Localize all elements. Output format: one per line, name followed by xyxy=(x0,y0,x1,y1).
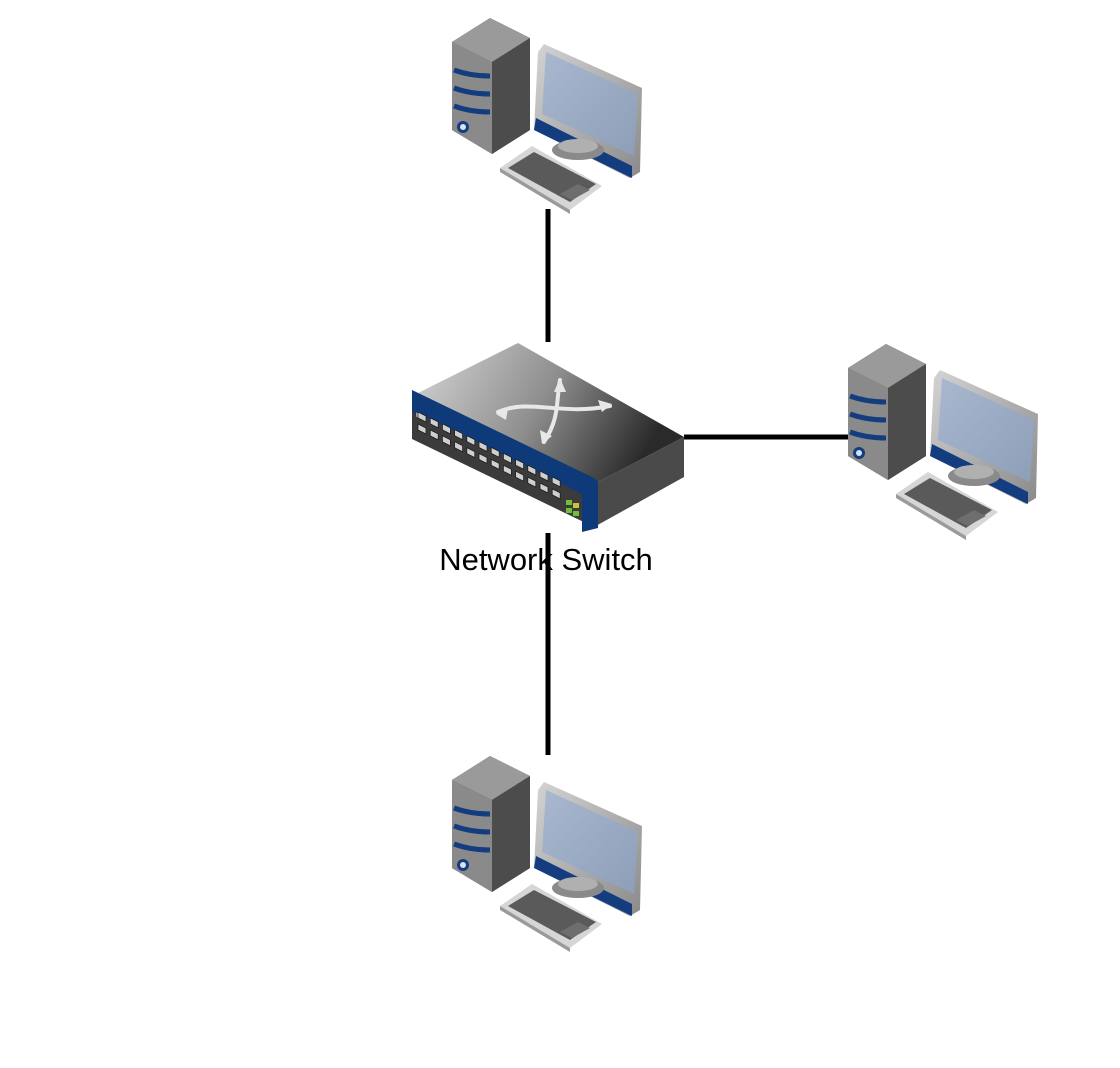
switch-port xyxy=(417,423,427,435)
desktop-computer-icon[interactable] xyxy=(848,344,1038,540)
switch-port xyxy=(478,440,488,453)
switch-port xyxy=(429,429,439,441)
network-switch-label: Network Switch xyxy=(439,542,653,577)
switch-port xyxy=(417,411,427,423)
switch-port xyxy=(454,429,464,441)
switch-port xyxy=(454,441,464,453)
switch-port xyxy=(502,464,512,476)
switch-port xyxy=(539,470,549,482)
switch-port xyxy=(490,446,500,459)
switch-port xyxy=(429,417,439,429)
switch-port xyxy=(466,434,476,447)
switch-port xyxy=(551,488,561,500)
switch-ports xyxy=(417,411,561,500)
switch-port xyxy=(539,482,549,494)
switch-port xyxy=(490,458,500,471)
network-switch-icon[interactable] xyxy=(412,343,684,532)
switch-port xyxy=(441,435,451,447)
switch-port xyxy=(466,446,476,459)
switch-port xyxy=(502,452,512,464)
desktop-computer-icon[interactable] xyxy=(452,756,642,952)
desktop-computer-icon[interactable] xyxy=(452,18,642,214)
switch-port xyxy=(478,452,488,465)
switch-port xyxy=(527,464,537,476)
switch-port xyxy=(515,458,524,470)
switch-port xyxy=(515,470,524,482)
switch-port xyxy=(441,423,451,435)
switch-port xyxy=(527,476,537,488)
switch-port xyxy=(551,476,561,488)
